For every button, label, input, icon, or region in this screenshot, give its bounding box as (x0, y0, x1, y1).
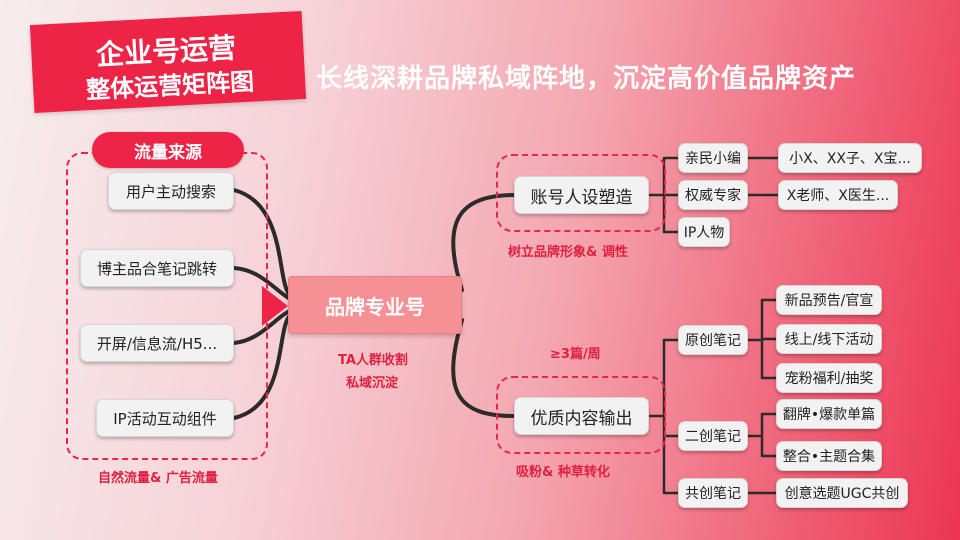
top-branch-caption: 树立品牌形象& 调性 (508, 245, 628, 260)
source-blogger-notes[interactable]: 博主品合笔记跳转 (80, 249, 234, 287)
top-branch-group (496, 154, 666, 232)
quality-content-node[interactable]: 优质内容输出 (514, 397, 649, 435)
brand-account-node[interactable]: 品牌专业号 (288, 276, 462, 334)
traffic-source-header: 流量来源 (92, 132, 244, 168)
bottom-branch-caption: 吸粉& 种草转化 (516, 465, 610, 480)
original-events[interactable]: 线上/线下活动 (776, 324, 882, 354)
persona-friendly-editor[interactable]: 亲民小编 (678, 143, 748, 173)
original-notes-node[interactable]: 原创笔记 (678, 325, 748, 355)
persona-expert-examples[interactable]: X老师、X医生... (778, 180, 898, 210)
play-arrow-icon (262, 286, 288, 326)
source-user-search[interactable]: 用户主动搜索 (108, 172, 234, 210)
co-created-notes-node[interactable]: 共创笔记 (678, 478, 748, 508)
persona-ip-character[interactable]: IP人物 (678, 217, 730, 247)
persona-editor-examples[interactable]: 小X、XX子、X宝... (778, 143, 922, 173)
center-caption-2: 私域沉淀 (346, 376, 399, 391)
persona-expert[interactable]: 权威专家 (678, 180, 748, 210)
co-created-ugc[interactable]: 创意选题UGC共创 (776, 478, 908, 508)
derivative-hit-single[interactable]: 翻牌•爆款单篇 (776, 399, 882, 429)
bottom-branch-group (496, 376, 666, 454)
center-caption-1: TA人群收割 (338, 353, 408, 368)
frequency-caption: ≥3篇/周 (550, 347, 601, 362)
account-persona-node[interactable]: 账号人设塑造 (514, 176, 649, 214)
slogan: 长线深耕品牌私域阵地，沉淀高价值品牌资产 (316, 64, 857, 94)
derivative-themed-collection[interactable]: 整合•主题合集 (776, 441, 882, 471)
source-ip-activity[interactable]: IP活动互动组件 (96, 399, 234, 437)
original-fan-benefits[interactable]: 宠粉福利/抽奖 (776, 363, 882, 393)
source-splash-feed[interactable]: 开屏/信息流/H5... (80, 324, 234, 362)
derivative-notes-node[interactable]: 二创笔记 (678, 421, 748, 451)
original-new-launch[interactable]: 新品预告/官宣 (776, 285, 882, 315)
traffic-source-caption: 自然流量& 广告流量 (98, 471, 218, 486)
